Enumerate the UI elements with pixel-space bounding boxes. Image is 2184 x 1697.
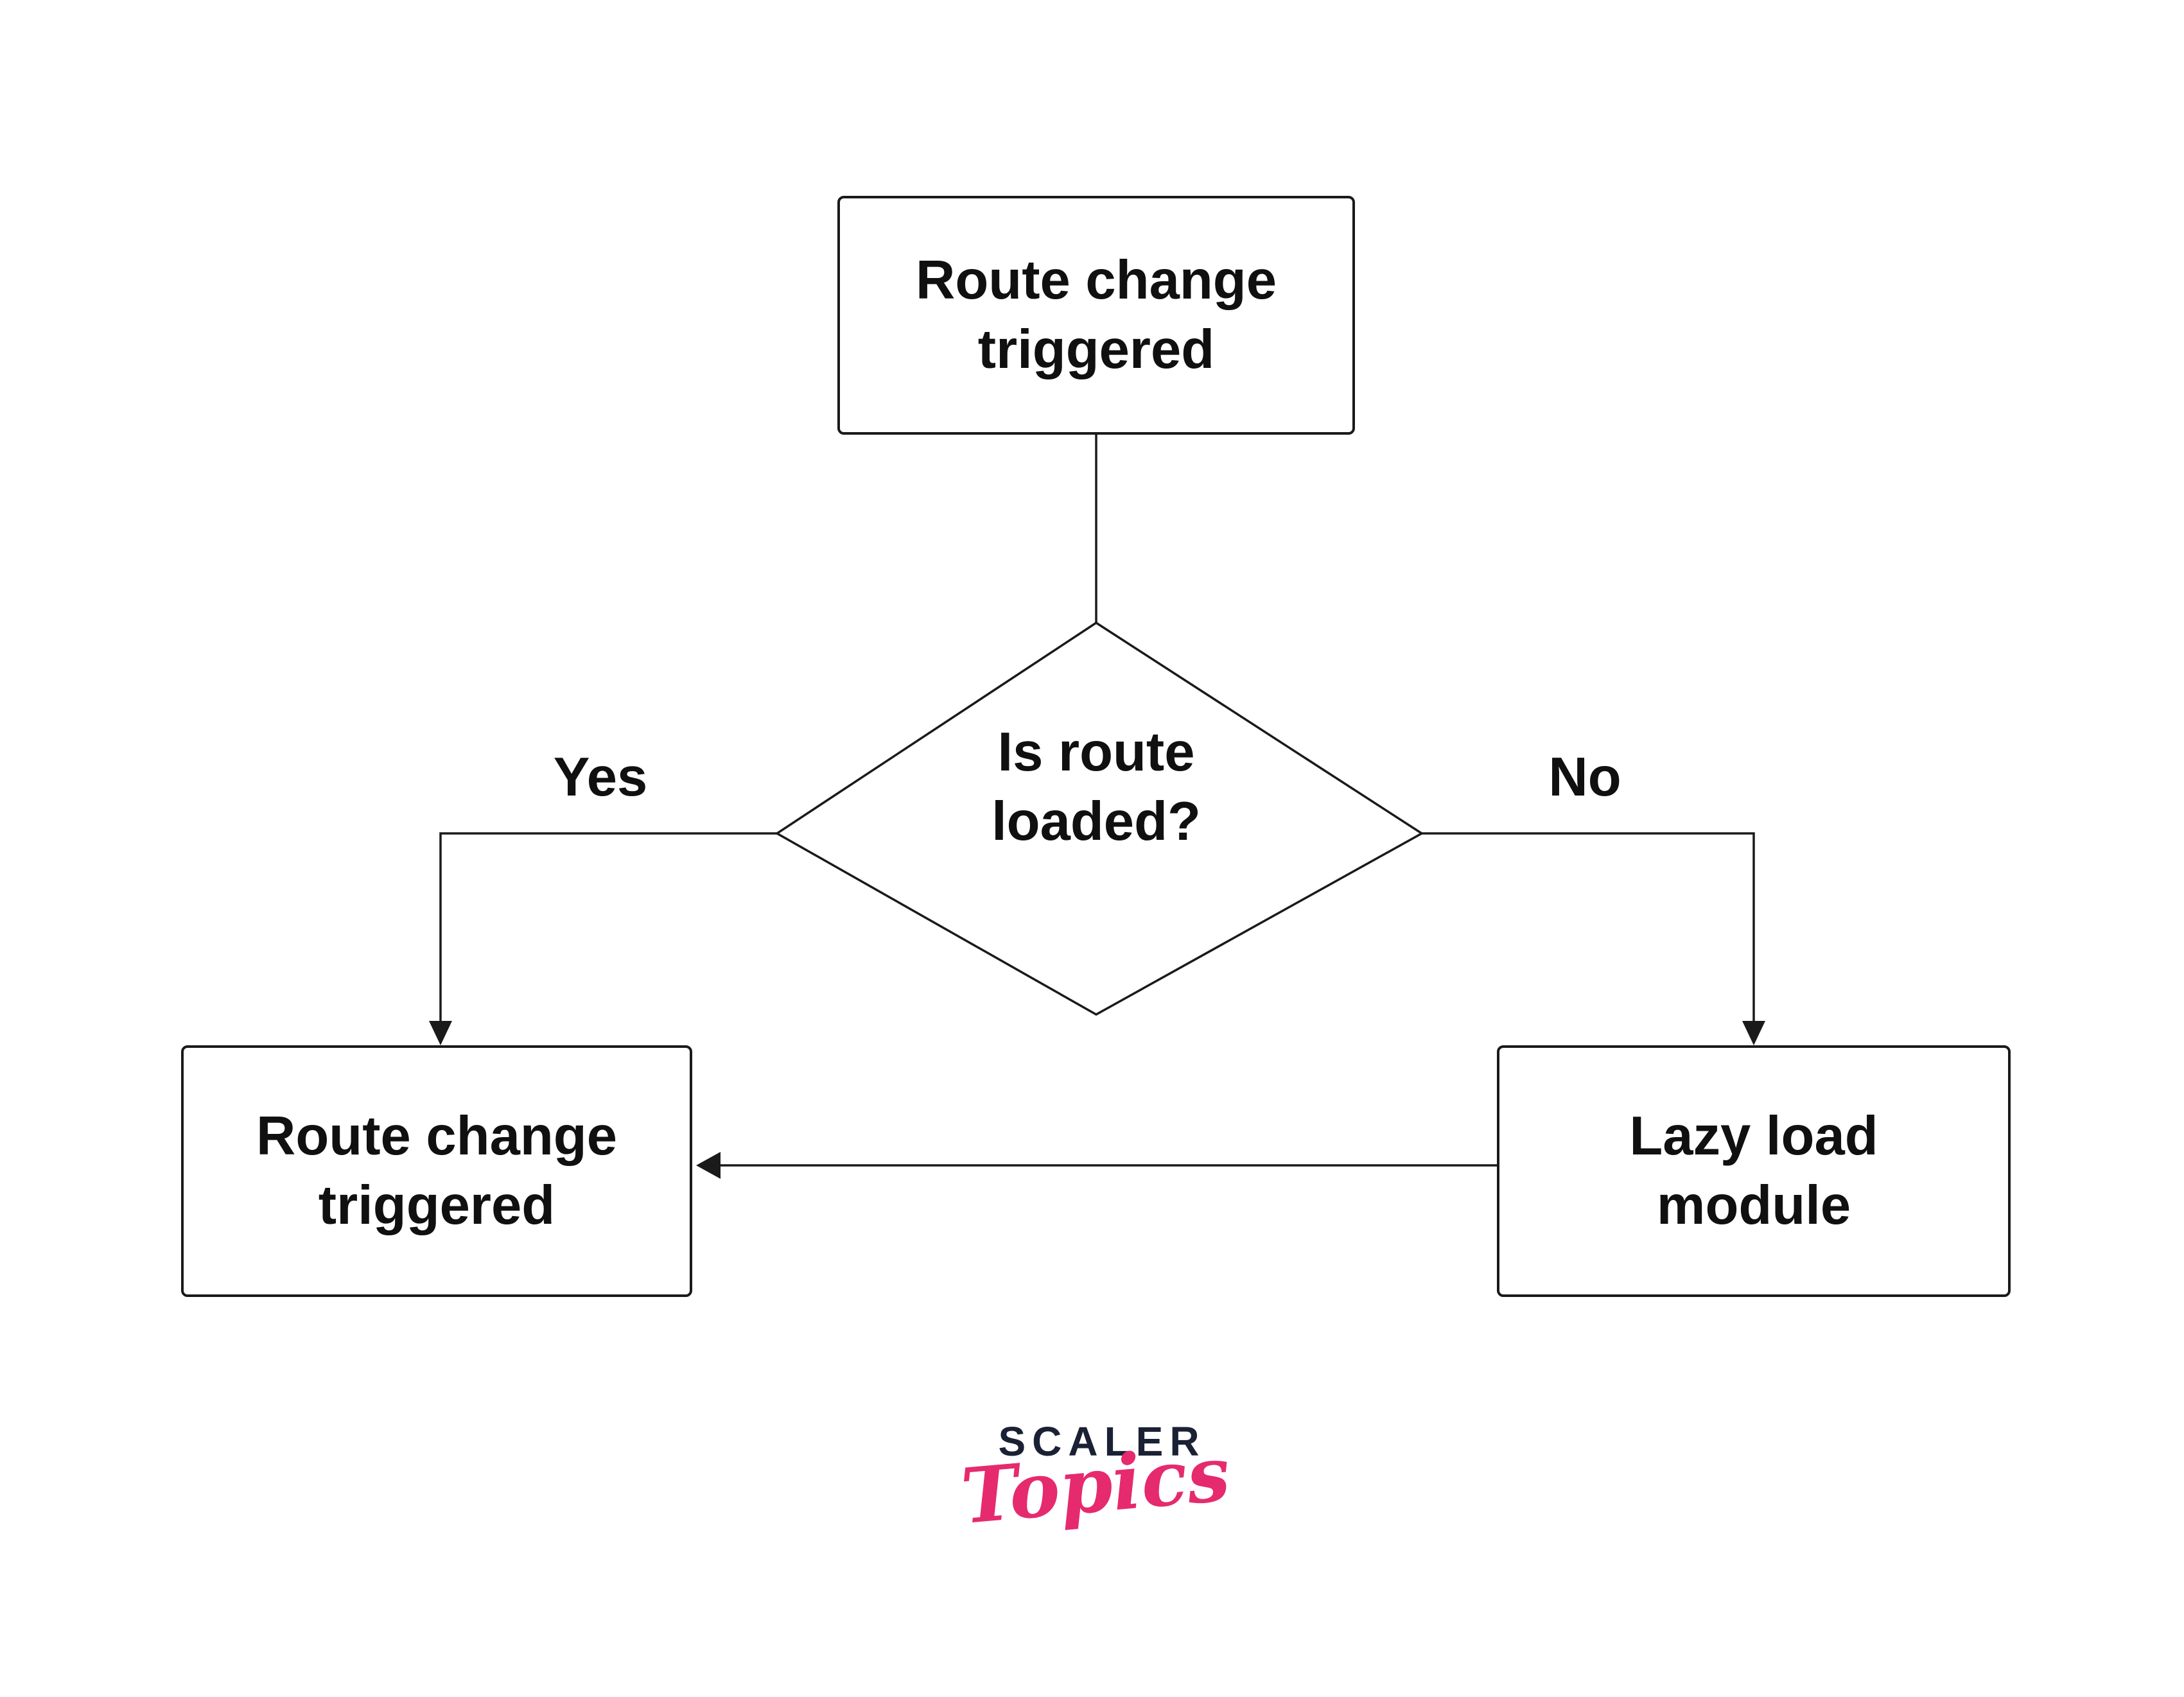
node-decision-line1: Is route [997, 722, 1195, 783]
edge-label-yes: Yes [553, 747, 648, 808]
node-start-line2: triggered [977, 319, 1215, 380]
arrowhead-down-no-icon [1742, 1021, 1765, 1045]
node-start: Route change triggered [837, 196, 1355, 435]
node-start-line1: Route change [915, 250, 1277, 311]
edge-no-branch [1422, 832, 1755, 1022]
arrowhead-down-yes-icon [429, 1021, 452, 1045]
node-yes-target-line2: triggered [318, 1175, 555, 1236]
decision-diamond-shape [774, 621, 1424, 1016]
scaler-logo-wordmark: SCALER [998, 1418, 1206, 1465]
node-yes-target-line1: Route change [256, 1106, 617, 1167]
edge-yes-branch [439, 832, 777, 1022]
node-yes-target: Route change triggered [181, 1045, 692, 1297]
node-decision-line2: loaded? [992, 790, 1201, 852]
node-no-target-line1: Lazy load [1629, 1106, 1878, 1167]
arrowhead-left-icon [696, 1152, 721, 1179]
node-decision-label: Is route loaded? [904, 718, 1289, 857]
edge-label-no: No [1548, 747, 1621, 808]
node-no-target-line2: module [1656, 1175, 1851, 1236]
node-no-target: Lazy load module [1497, 1045, 2011, 1297]
